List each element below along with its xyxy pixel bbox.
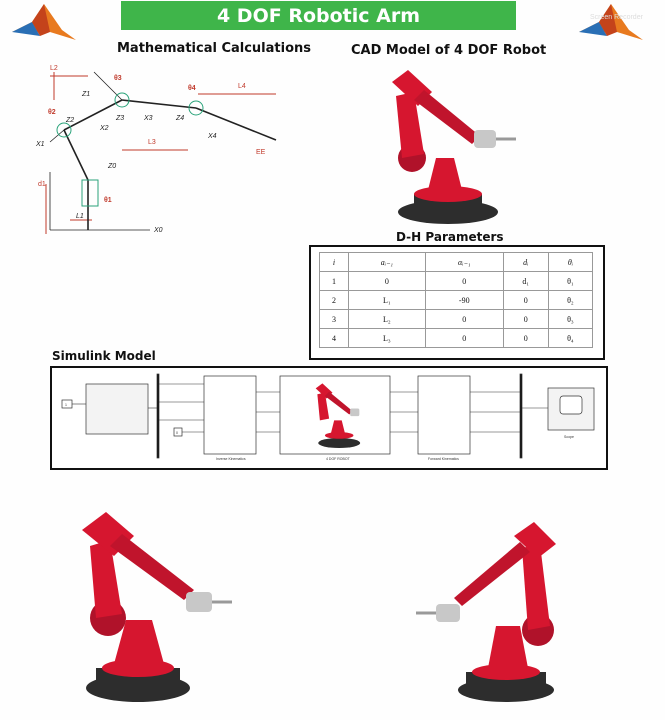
label-z4: Z4 bbox=[175, 115, 184, 122]
dh-header-i: i bbox=[319, 252, 349, 272]
label-x3: X3 bbox=[143, 115, 153, 122]
dh-heading: D-H Parameters bbox=[396, 230, 504, 244]
label-x2: X2 bbox=[99, 125, 109, 132]
cad-robot-model bbox=[392, 70, 516, 224]
dh-cell: 4 bbox=[319, 328, 349, 348]
sim-scope-label: Scope bbox=[564, 435, 574, 439]
table-row: 3 L₂ 0 0 θ₃ bbox=[319, 309, 594, 329]
dh-cell: 3 bbox=[319, 309, 349, 329]
dh-header-alpha: αᵢ₋₁ bbox=[424, 252, 504, 272]
dh-cell: L₂ bbox=[347, 309, 426, 329]
dh-cell: θ₁ bbox=[547, 271, 594, 291]
dh-cell: d₁ bbox=[502, 271, 549, 291]
dh-cell: 0 bbox=[424, 328, 504, 348]
label-theta4: θ4 bbox=[188, 85, 196, 92]
dh-header-row: i aᵢ₋₁ αᵢ₋₁ dᵢ θᵢ bbox=[319, 252, 594, 272]
simulink-heading: Simulink Model bbox=[52, 349, 156, 363]
sim-const1-label: 1 bbox=[65, 403, 67, 407]
dh-cell: L₃ bbox=[347, 328, 426, 348]
dh-cell: 2 bbox=[319, 290, 349, 310]
dh-cell: 0 bbox=[347, 271, 426, 291]
dh-cell: 0 bbox=[502, 290, 549, 310]
kinematic-diagram: L2 L3 L4 d1 EE θ1 θ2 θ3 θ4 L1 Z0 Z1 Z2 Z… bbox=[35, 65, 277, 234]
dh-cell: θ₃ bbox=[547, 309, 594, 329]
simulink-model-panel: 1 0 Inverse Kinematics 4 DOF ROBOT Forwa… bbox=[50, 366, 608, 470]
sim-forward-label: Forward Kinematics bbox=[428, 457, 459, 461]
label-l3: L3 bbox=[148, 139, 156, 146]
dh-cell: L₁ bbox=[347, 290, 426, 310]
dh-cell: θ₂ bbox=[547, 290, 594, 310]
watermark-top: Screen Recorder bbox=[590, 14, 643, 21]
robot-render-right bbox=[416, 522, 556, 702]
label-theta1: θ1 bbox=[104, 197, 112, 204]
dh-cell: 0 bbox=[502, 328, 549, 348]
page-title: 4 DOF Robotic Arm bbox=[121, 1, 516, 30]
dh-cell: 0 bbox=[424, 271, 504, 291]
label-l4: L4 bbox=[238, 83, 246, 90]
label-x0: X0 bbox=[153, 227, 163, 234]
sim-const2-label: 0 bbox=[176, 431, 178, 435]
label-z3: Z3 bbox=[115, 115, 124, 122]
table-row: 4 L₃ 0 0 θ₄ bbox=[319, 328, 594, 348]
robot-render-left bbox=[82, 512, 232, 702]
matlab-logo-right bbox=[579, 4, 643, 40]
dh-cell: θ₄ bbox=[547, 328, 594, 348]
matlab-logo-left bbox=[12, 4, 76, 40]
cad-heading: CAD Model of 4 DOF Robot bbox=[351, 43, 547, 58]
sim-inverse-label: Inverse Kinematics bbox=[216, 457, 246, 461]
simulink-diagram: 1 0 Inverse Kinematics 4 DOF ROBOT Forwa… bbox=[61, 373, 595, 461]
label-z2: Z2 bbox=[65, 117, 74, 124]
label-d1: d1 bbox=[38, 181, 46, 188]
dh-header-d: dᵢ bbox=[502, 252, 549, 272]
label-z0: Z0 bbox=[107, 163, 116, 170]
table-row: 1 0 0 d₁ θ₁ bbox=[319, 271, 594, 291]
dh-cell: 0 bbox=[502, 309, 549, 329]
label-x4: X4 bbox=[207, 133, 217, 140]
sim-robot-label: 4 DOF ROBOT bbox=[326, 457, 351, 461]
dh-header-theta: θᵢ bbox=[547, 252, 594, 272]
dh-cell: -90 bbox=[424, 290, 504, 310]
label-z1: Z1 bbox=[81, 91, 90, 98]
label-ee: EE bbox=[256, 149, 266, 156]
dh-cell: 1 bbox=[319, 271, 349, 291]
dh-parameters-panel: i aᵢ₋₁ αᵢ₋₁ dᵢ θᵢ 1 0 0 d₁ θ₁ 2 L₁ -90 0… bbox=[309, 245, 605, 360]
label-theta2: θ2 bbox=[48, 109, 56, 116]
math-heading: Mathematical Calculations bbox=[117, 41, 311, 56]
dh-table: i aᵢ₋₁ αᵢ₋₁ dᵢ θᵢ 1 0 0 d₁ θ₁ 2 L₁ -90 0… bbox=[319, 252, 594, 348]
label-l1: L1 bbox=[76, 213, 84, 220]
label-theta3: θ3 bbox=[114, 75, 122, 82]
label-x1: X1 bbox=[35, 141, 45, 148]
dh-cell: 0 bbox=[424, 309, 504, 329]
table-row: 2 L₁ -90 0 θ₂ bbox=[319, 290, 594, 310]
dh-header-a: aᵢ₋₁ bbox=[347, 252, 426, 272]
label-l2: L2 bbox=[50, 65, 58, 72]
